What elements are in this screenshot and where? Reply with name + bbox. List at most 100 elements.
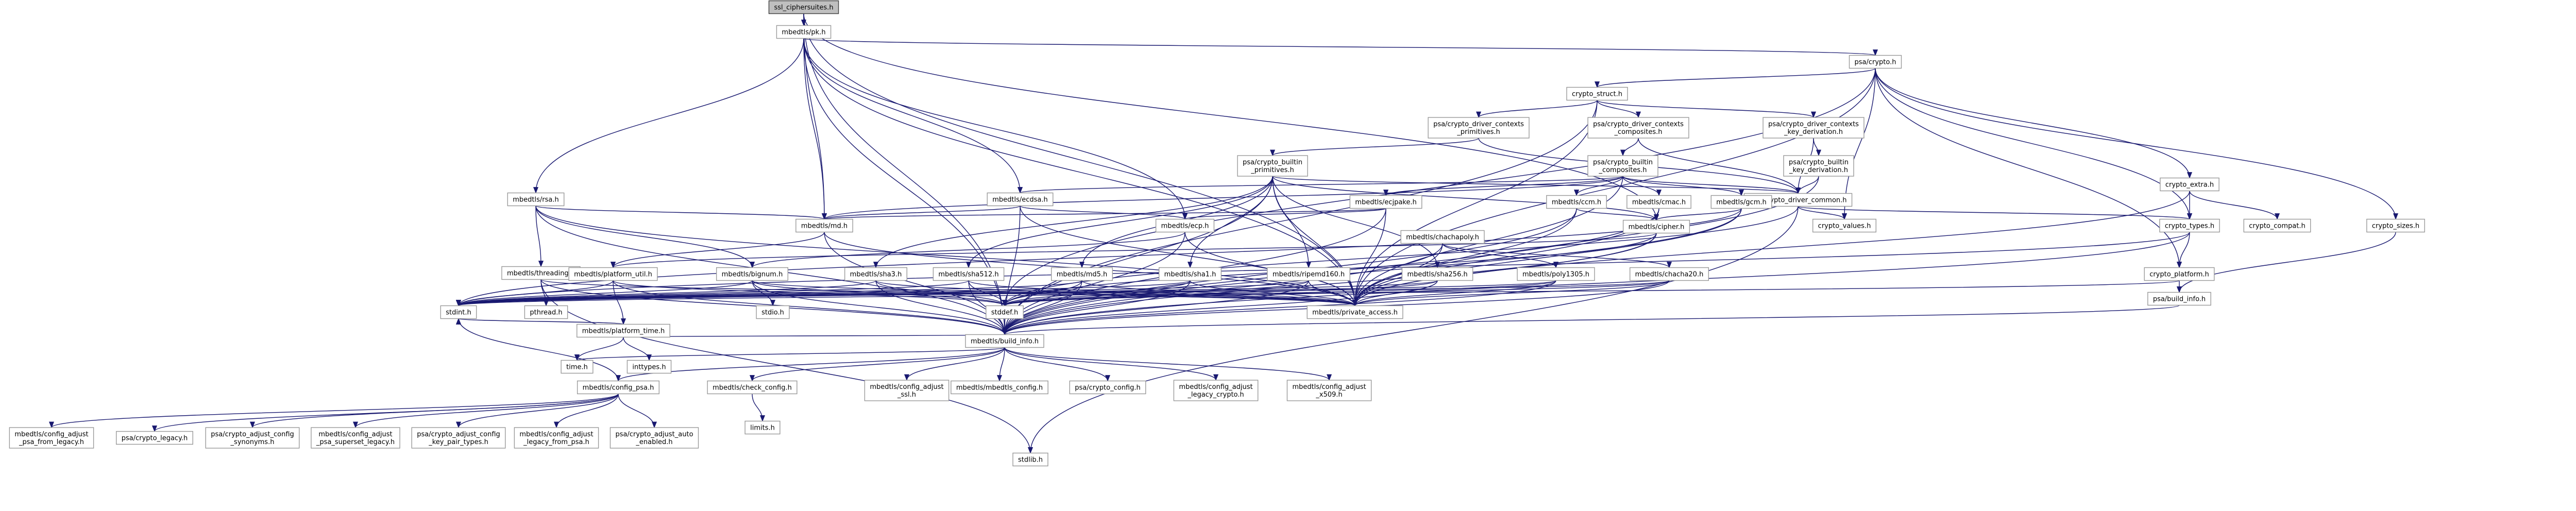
node-ctypes[interactable]: crypto_types.h	[2159, 218, 2220, 233]
node-timeh[interactable]: time.h	[561, 360, 594, 374]
node-chachapoly[interactable]: mbedtls/chachapoly.h	[1400, 230, 1485, 244]
node-cipher[interactable]: mbedtls/cipher.h	[1622, 219, 1690, 234]
node-label: mbedtls/pk.h	[782, 29, 825, 37]
node-bignum[interactable]: mbedtls/bignum.h	[716, 267, 789, 281]
node-buildinfo[interactable]: mbedtls/build_info.h	[965, 334, 1044, 348]
node-stdlib[interactable]: stdlib.h	[1012, 452, 1048, 467]
node-md5[interactable]: mbedtls/md5.h	[1051, 267, 1113, 281]
node-label: _psa_from_legacy.h	[19, 438, 84, 446]
node-psacfg[interactable]: psa/crypto_config.h	[1069, 380, 1146, 395]
edge-root-to-privacc	[803, 13, 1358, 306]
node-box	[768, 0, 839, 14]
node-cfgx509[interactable]: mbedtls/config_adjust_x509.h	[1286, 380, 1372, 401]
node-pk[interactable]: mbedtls/pk.h	[776, 25, 832, 39]
node-sha512[interactable]: mbedtls/sha512.h	[933, 267, 1005, 281]
edge-buildinfo-to-cfgx509	[1004, 347, 1332, 381]
node-sha1[interactable]: mbedtls/sha1.h	[1158, 267, 1222, 281]
node-stddef[interactable]: stddef.h	[986, 305, 1024, 319]
edge-cipher-to-platutil	[611, 232, 1657, 268]
node-platutil[interactable]: mbedtls/platform_util.h	[568, 267, 658, 281]
edge-sha256-to-privacc	[1352, 280, 1438, 306]
node-label: mbedtls/ripemd160.h	[1273, 271, 1345, 279]
node-mbedcfg[interactable]: mbedtls/mbedtls_config.h	[951, 380, 1048, 395]
edge-md5-to-buildinfo	[1002, 280, 1082, 335]
node-psalegacy[interactable]: psa/crypto_legacy.h	[116, 431, 193, 445]
node-box	[1349, 195, 1422, 209]
node-bcomp[interactable]: psa/crypto_builtin_composites.h	[1587, 155, 1658, 177]
node-cfgssl[interactable]: mbedtls/config_adjust_ssl.h	[864, 380, 950, 401]
edge-configpsa-to-psaauto	[618, 394, 657, 429]
edge-bprim-to-sha256	[1272, 176, 1440, 268]
node-cfgpsafrom[interactable]: mbedtls/config_adjust_psa_from_legacy.h	[9, 427, 94, 449]
node-cmac[interactable]: mbedtls/cmac.h	[1626, 195, 1691, 209]
edge-chacha20-to-stddef	[1002, 280, 1670, 306]
node-checkcfg[interactable]: mbedtls/check_config.h	[707, 380, 798, 395]
node-box	[1012, 452, 1048, 467]
node-cextra[interactable]: crypto_extra.h	[2160, 177, 2219, 192]
node-box	[514, 427, 599, 449]
node-label: _x509.h	[1315, 391, 1342, 399]
node-poly1305[interactable]: mbedtls/poly1305.h	[1517, 267, 1595, 281]
node-psasyn[interactable]: psa/crypto_adjust_config_synonyms.h	[205, 427, 300, 449]
node-chacha20[interactable]: mbedtls/chacha20.h	[1629, 267, 1709, 281]
node-sha3[interactable]: mbedtls/sha3.h	[844, 267, 908, 281]
node-label: inttypes.h	[632, 364, 666, 371]
node-psaauto[interactable]: psa/crypto_adjust_auto_enabled.h	[609, 427, 699, 449]
node-limits[interactable]: limits.h	[744, 420, 781, 435]
node-dccomp[interactable]: psa/crypto_driver_contexts_composites.h	[1587, 117, 1689, 139]
node-label: psa/build_info.h	[2153, 296, 2206, 303]
node-ecdsa[interactable]: mbedtls/ecdsa.h	[987, 192, 1054, 207]
node-gcm[interactable]: mbedtls/gcm.h	[1710, 195, 1772, 209]
edge-bcomp-to-privacc	[1352, 176, 1623, 306]
node-pthread[interactable]: pthread.h	[524, 305, 568, 319]
node-inttypes[interactable]: inttypes.h	[626, 360, 672, 374]
edge-psacrypto-to-cryptostruct	[1595, 67, 1876, 88]
node-privacc[interactable]: mbedtls/private_access.h	[1307, 305, 1403, 319]
node-bkd[interactable]: psa/crypto_builtin_key_derivation.h	[1783, 155, 1854, 177]
node-cfglegacyfrom[interactable]: mbedtls/config_adjust_legacy_from_psa.h	[514, 427, 599, 449]
edge-dccomp-to-bcomp	[1620, 138, 1639, 157]
node-configpsa[interactable]: mbedtls/config_psa.h	[577, 380, 660, 395]
node-bprim[interactable]: psa/crypto_builtin_primitives.h	[1237, 155, 1308, 177]
node-sha256[interactable]: mbedtls/sha256.h	[1401, 267, 1473, 281]
edge-dccomp-to-dcommon	[1638, 138, 1801, 194]
node-ccm[interactable]: mbedtls/ccm.h	[1546, 195, 1607, 209]
edge-chachapoly-to-chacha20	[1442, 243, 1672, 268]
node-label: _primitives.h	[1250, 166, 1294, 174]
edge-bprim-to-cipher	[1272, 176, 1659, 221]
node-csizes[interactable]: crypto_sizes.h	[2366, 218, 2425, 233]
node-plattime[interactable]: mbedtls/platform_time.h	[577, 323, 670, 338]
node-psacrypto[interactable]: psa/crypto.h	[1849, 55, 1902, 69]
node-dckd[interactable]: psa/crypto_driver_contexts_key_derivatio…	[1762, 117, 1865, 139]
node-box	[1587, 155, 1658, 177]
node-cfglegacy[interactable]: mbedtls/config_adjust_legacy_crypto.h	[1173, 380, 1259, 401]
node-stdio[interactable]: stdio.h	[756, 305, 790, 319]
edge-buildinfo-to-psacfg	[1004, 347, 1110, 382]
node-psabuild[interactable]: psa/build_info.h	[2147, 292, 2211, 306]
node-cplatform[interactable]: crypto_platform.h	[2144, 267, 2215, 281]
node-ecp[interactable]: mbedtls/ecp.h	[1155, 218, 1215, 233]
node-ecjpake[interactable]: mbedtls/ecjpake.h	[1349, 195, 1422, 209]
node-threading[interactable]: mbedtls/threading.h	[501, 266, 581, 280]
node-ripemd[interactable]: mbedtls/ripemd160.h	[1267, 267, 1350, 281]
node-cvalues[interactable]: crypto_values.h	[1812, 218, 1877, 233]
node-cfgpsasup[interactable]: mbedtls/config_adjust_psa_superset_legac…	[311, 427, 400, 449]
edge-bprim-to-sha512	[966, 176, 1273, 268]
node-box	[1428, 117, 1530, 139]
node-label: psa/crypto_adjust_config	[211, 431, 294, 438]
node-label: mbedtls/sha512.h	[938, 271, 998, 279]
edge-buildinfo-to-mbedcfg	[996, 347, 1005, 382]
node-cryptostruct[interactable]: crypto_struct.h	[1566, 87, 1628, 101]
node-ccompat[interactable]: crypto_compat.h	[2243, 218, 2311, 233]
node-root[interactable]: ssl_ciphersuites.h	[768, 0, 839, 14]
node-label: mbedtls/gcm.h	[1716, 199, 1766, 207]
node-md[interactable]: mbedtls/md.h	[795, 218, 853, 233]
node-psakeypair[interactable]: psa/crypto_adjust_config_key_pair_types.…	[411, 427, 506, 449]
node-box	[440, 305, 477, 319]
node-stdint[interactable]: stdint.h	[440, 305, 477, 319]
node-box	[2144, 267, 2215, 281]
node-label: mbedtls/bignum.h	[722, 271, 783, 279]
edge-buildinfo-to-timeh	[574, 347, 1005, 361]
node-rsa[interactable]: mbedtls/rsa.h	[507, 192, 565, 207]
node-dcprim[interactable]: psa/crypto_driver_contexts_primitives.h	[1428, 117, 1530, 139]
